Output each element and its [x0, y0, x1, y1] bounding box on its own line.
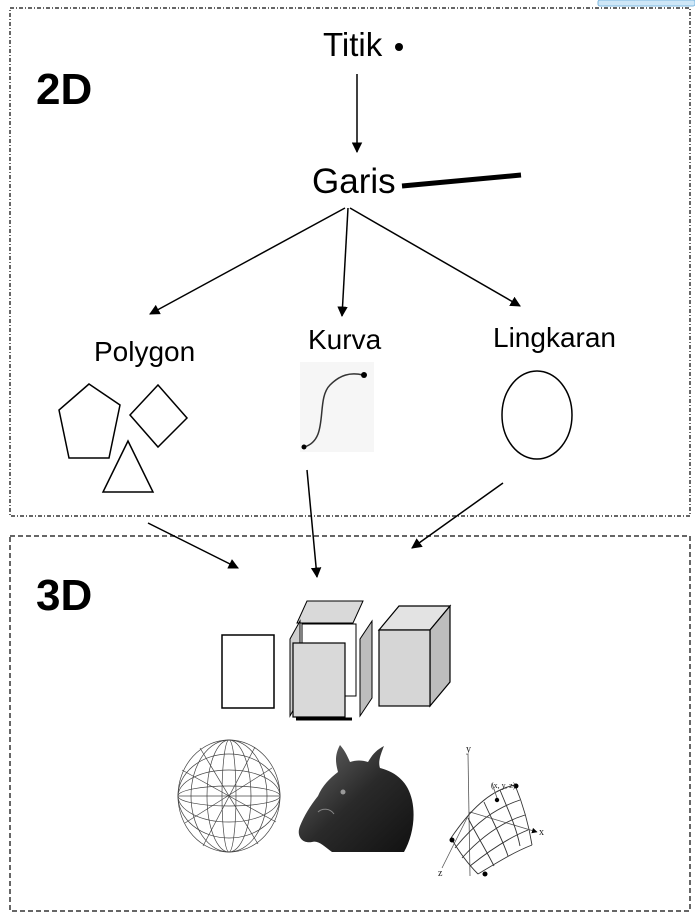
- surface-axis-x: x: [539, 827, 544, 838]
- label-2d: 2D: [36, 65, 92, 114]
- node-lingkaran: Lingkaran: [493, 322, 616, 353]
- curve-endpoint-start: [301, 444, 307, 450]
- wireframe-sphere: [177, 739, 281, 853]
- node-titik: Titik: [323, 26, 383, 63]
- solid-cube: [377, 604, 452, 708]
- arrow-kurva-3d: [306, 469, 322, 579]
- circle-shape: [501, 370, 573, 460]
- node-polygon: Polygon: [94, 336, 195, 367]
- arrow-garis-lingkaran: [349, 207, 521, 307]
- surface-patch-plot: y x z (x, y, z): [438, 744, 544, 879]
- arrow-garis-polygon: [149, 207, 346, 315]
- arrow-polygon-3d: [147, 522, 239, 569]
- section-3d-border: [9, 535, 691, 912]
- pentagon-shape: [58, 383, 121, 459]
- arrow-garis-kurva: [337, 207, 349, 318]
- node-kurva: Kurva: [308, 324, 382, 355]
- bull-model-image: [297, 740, 415, 852]
- curve-background: [300, 362, 374, 452]
- corner-tab: [597, 0, 695, 7]
- section-2d-border: [9, 7, 691, 517]
- curve-endpoint-end: [361, 372, 367, 378]
- arrow-lingkaran-3d: [411, 482, 504, 549]
- exploded-cube: [289, 600, 373, 721]
- diamond-shape: [128, 383, 189, 449]
- node-garis: Garis: [312, 162, 396, 201]
- surface-point-label: (x, y, z): [491, 781, 516, 790]
- label-3d: 3D: [36, 571, 92, 620]
- triangle-shape: [101, 439, 155, 493]
- line-sample: [401, 172, 522, 189]
- flat-plane: [221, 634, 275, 709]
- curve-shape: [303, 373, 364, 448]
- surface-axis-y: y: [466, 744, 471, 755]
- point-dot: [395, 43, 403, 51]
- surface-axis-z: z: [438, 868, 443, 879]
